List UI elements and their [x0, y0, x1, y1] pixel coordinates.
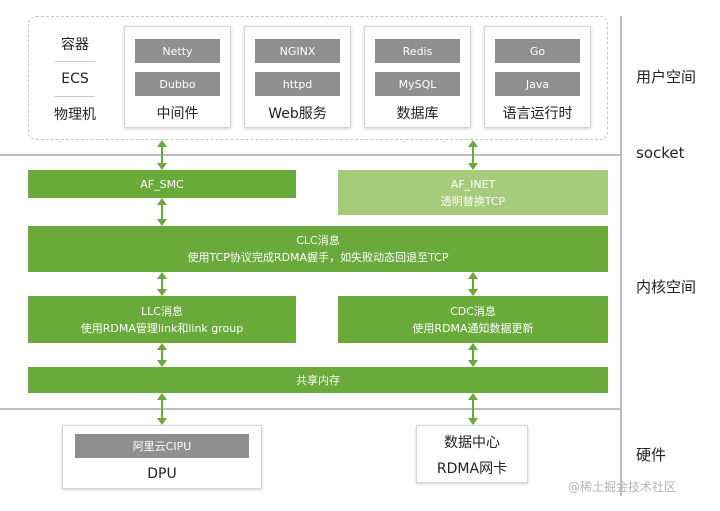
cdc-desc: 使用RDMA通知数据更新	[412, 321, 534, 335]
layer-label-user: 用户空间	[636, 68, 697, 86]
deployment-item-ecs: ECS	[61, 71, 89, 87]
group-label-runtime: 语言运行时	[502, 106, 573, 122]
item-java: Java	[495, 72, 580, 96]
item-go: Go	[495, 39, 580, 63]
item-dubbo: Dubbo	[135, 72, 220, 96]
arrow-icon	[155, 140, 169, 170]
group-label-web: Web服务	[268, 106, 327, 122]
group-card-runtime: Go Java 语言运行时	[484, 26, 591, 128]
af-inet-box: AF_INET 透明替换TCP	[338, 170, 608, 215]
watermark: @稀土掘金技术社区	[568, 480, 677, 494]
cipu-chip: 阿里云CIPU	[75, 434, 249, 458]
arrow-icon	[155, 272, 169, 296]
item-netty: Netty	[135, 39, 220, 63]
llc-box: LLC消息 使用RDMA管理link和link group	[28, 296, 296, 343]
clc-box: CLC消息 使用TCP协议完成RDMA握手，如失败动态回退至TCP	[28, 226, 608, 272]
arrow-icon	[466, 393, 480, 425]
arrow-icon	[155, 343, 169, 367]
rdma-nic-card: 数据中心 RDMA网卡	[416, 425, 528, 483]
item-nginx: NGINX	[255, 39, 340, 63]
cdc-title: CDC消息	[450, 304, 496, 318]
item-mysql: MySQL	[375, 72, 460, 96]
group-label-middleware: 中间件	[156, 106, 199, 122]
hardware-boundary-line	[0, 408, 620, 410]
clc-desc: 使用TCP协议完成RDMA握手，如失败动态回退至TCP	[187, 251, 449, 264]
af-smc-box: AF_SMC	[28, 170, 296, 198]
clc-title: CLC消息	[296, 234, 340, 247]
arrow-icon	[155, 198, 169, 226]
llc-desc: 使用RDMA管理link和link group	[80, 321, 244, 335]
group-card-middleware: Netty Dubbo 中间件	[124, 26, 231, 128]
layer-label-socket: socket	[636, 144, 685, 162]
group-label-database: 数据库	[396, 106, 439, 122]
arrow-icon	[155, 393, 169, 425]
af-inet-desc: 透明替换TCP	[440, 194, 506, 208]
user-space-container	[28, 16, 608, 140]
af-inet-title: AF_INET	[450, 177, 496, 191]
item-redis: Redis	[375, 39, 460, 63]
deployment-list: 容器 ECS 物理机	[40, 30, 110, 128]
rdma-line2: RDMA网卡	[436, 461, 508, 477]
dpu-card: 阿里云CIPU DPU	[62, 425, 262, 489]
shared-memory-label: 共享内存	[296, 373, 340, 387]
layer-divider-line	[620, 16, 622, 496]
cdc-box: CDC消息 使用RDMA通知数据更新	[338, 296, 608, 343]
llc-title: LLC消息	[141, 304, 183, 318]
shared-memory-box: 共享内存	[28, 367, 608, 393]
dpu-label: DPU	[147, 466, 177, 482]
deployment-item-physical: 物理机	[54, 107, 96, 123]
af-smc-label: AF_SMC	[140, 177, 184, 191]
arrow-icon	[466, 272, 480, 296]
rdma-line1: 数据中心	[444, 435, 500, 451]
group-card-web: NGINX httpd Web服务	[244, 26, 351, 128]
divider	[55, 61, 95, 62]
socket-boundary-line	[0, 154, 620, 156]
deployment-item-container: 容器	[61, 37, 89, 53]
group-card-database: Redis MySQL 数据库	[364, 26, 471, 128]
arrow-icon	[466, 343, 480, 367]
divider	[55, 96, 95, 97]
item-httpd: httpd	[255, 72, 340, 96]
arrow-icon	[466, 140, 480, 170]
layer-label-hardware: 硬件	[636, 446, 667, 464]
layer-label-kernel: 内核空间	[636, 278, 697, 296]
